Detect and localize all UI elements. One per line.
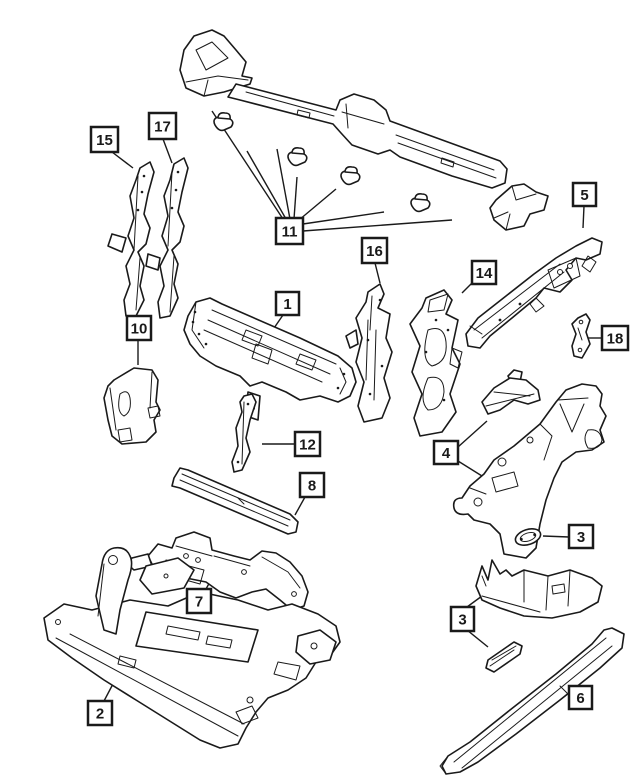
callout-14-7[interactable]: 14 [470, 259, 498, 286]
callout-15-0[interactable]: 15 [89, 125, 120, 154]
drawing-reinforcement-strip-3 [485, 641, 523, 673]
callout-number-2: 2 [96, 706, 104, 723]
callout-number-15: 15 [96, 132, 113, 149]
callout-17-1[interactable]: 17 [147, 111, 178, 141]
callout-box-10[interactable] [125, 314, 153, 342]
callout-box-3[interactable] [567, 523, 595, 550]
callout-number-1: 1 [283, 296, 291, 313]
callout-box-7[interactable] [185, 587, 213, 615]
leader-lines [103, 110, 602, 702]
drawing-crossmember-right-bracket [489, 183, 549, 231]
callout-number-10: 10 [131, 321, 148, 338]
leader-line-3 [466, 629, 489, 648]
leader-line-4 [457, 420, 488, 448]
leader-line-17 [162, 138, 173, 164]
callout-number-3: 3 [458, 612, 466, 629]
callout-number-17: 17 [154, 119, 171, 136]
drawing-cowl-top-end-bracket [179, 29, 253, 97]
callout-12-9[interactable]: 12 [293, 430, 322, 458]
callout-box-8[interactable] [298, 471, 326, 499]
callout-8-10[interactable]: 8 [298, 471, 326, 499]
callout-box-16[interactable] [360, 236, 389, 265]
callout-number-5: 5 [580, 187, 588, 204]
leader-line-5 [582, 205, 585, 229]
callout-number-11: 11 [282, 224, 298, 241]
drawing-nut-plate-3 [514, 528, 542, 546]
drawing-reinforcement-strip-18 [571, 313, 591, 359]
callout-box-14[interactable] [470, 259, 498, 286]
callout-number-14: 14 [476, 265, 493, 282]
callout-18-8[interactable]: 18 [600, 324, 630, 352]
leader-line-11 [246, 150, 287, 220]
leader-line-3 [466, 595, 483, 608]
leader-line-11 [298, 188, 337, 221]
leader-line-4 [457, 460, 483, 477]
drawing-sill-rail-6 [439, 627, 625, 775]
drawing-bracket-10 [103, 367, 161, 445]
callout-number-16: 16 [366, 243, 383, 260]
callout-box-15[interactable] [89, 125, 120, 154]
drawing-torque-box-3 [475, 559, 603, 619]
callout-number-4: 4 [442, 445, 451, 462]
callout-number-12: 12 [299, 437, 316, 454]
callout-box-3[interactable] [449, 605, 476, 633]
callout-4-11[interactable]: 4 [432, 439, 460, 466]
leader-line-14 [461, 282, 473, 294]
leader-line-11 [302, 219, 453, 232]
callout-7-13[interactable]: 7 [185, 587, 213, 615]
callout-number-6: 6 [576, 690, 584, 707]
callout-box-11[interactable] [274, 216, 305, 246]
callout-box-4[interactable] [432, 439, 460, 466]
drawing-apron-rail-4-upper [481, 369, 541, 415]
callout-number-8: 8 [308, 478, 316, 495]
drawing-crossmember-brace-7 [128, 531, 309, 611]
leader-line-15 [111, 151, 134, 169]
callout-2-14[interactable]: 2 [86, 699, 114, 727]
callout-box-17[interactable] [147, 111, 178, 141]
drawing-suspension-crossmember-2 [43, 546, 341, 749]
callout-box-12[interactable] [293, 430, 322, 458]
leader-line-11 [276, 148, 291, 220]
drawing-strut-12 [231, 393, 257, 473]
drawing-upper-rail-5 [465, 237, 603, 349]
callout-10-2[interactable]: 10 [125, 314, 153, 342]
leader-line-11 [293, 176, 298, 220]
callout-box-2[interactable] [86, 699, 114, 727]
drawing-cowl-plenum-panel-1 [183, 297, 357, 421]
callout-16-4[interactable]: 16 [360, 236, 389, 265]
callout-number-18: 18 [607, 331, 624, 348]
drawing-wheelhouse-apron-4 [452, 383, 607, 559]
callout-box-5[interactable] [571, 181, 598, 208]
drawing-sill-strip-8 [171, 467, 299, 535]
callout-3-15[interactable]: 3 [449, 605, 476, 633]
leader-line-8 [294, 496, 306, 516]
callout-1-5[interactable]: 1 [274, 290, 301, 317]
drawing-cowl-top-crossmember [227, 83, 508, 189]
callout-6-16[interactable]: 6 [567, 684, 594, 711]
leader-line-3 [542, 535, 570, 538]
callout-box-6[interactable] [567, 684, 594, 711]
drawing-cowl-side-panel-15 [107, 161, 155, 317]
callout-number-3: 3 [577, 529, 585, 546]
drawing-hinge-pillar-panel-16 [345, 283, 393, 423]
leader-line-16 [374, 262, 381, 284]
drawing-hinge-pillar-panel-14 [409, 289, 463, 437]
leader-line-11 [302, 211, 385, 225]
callout-3-12[interactable]: 3 [567, 523, 595, 550]
callout-5-6[interactable]: 5 [571, 181, 598, 208]
callout-number-7: 7 [195, 594, 203, 611]
drawing-cowl-side-panel-17 [145, 157, 189, 319]
callout-11-3[interactable]: 11 [274, 216, 305, 246]
callout-box-1[interactable] [274, 290, 301, 317]
callout-box-18[interactable] [600, 324, 630, 352]
